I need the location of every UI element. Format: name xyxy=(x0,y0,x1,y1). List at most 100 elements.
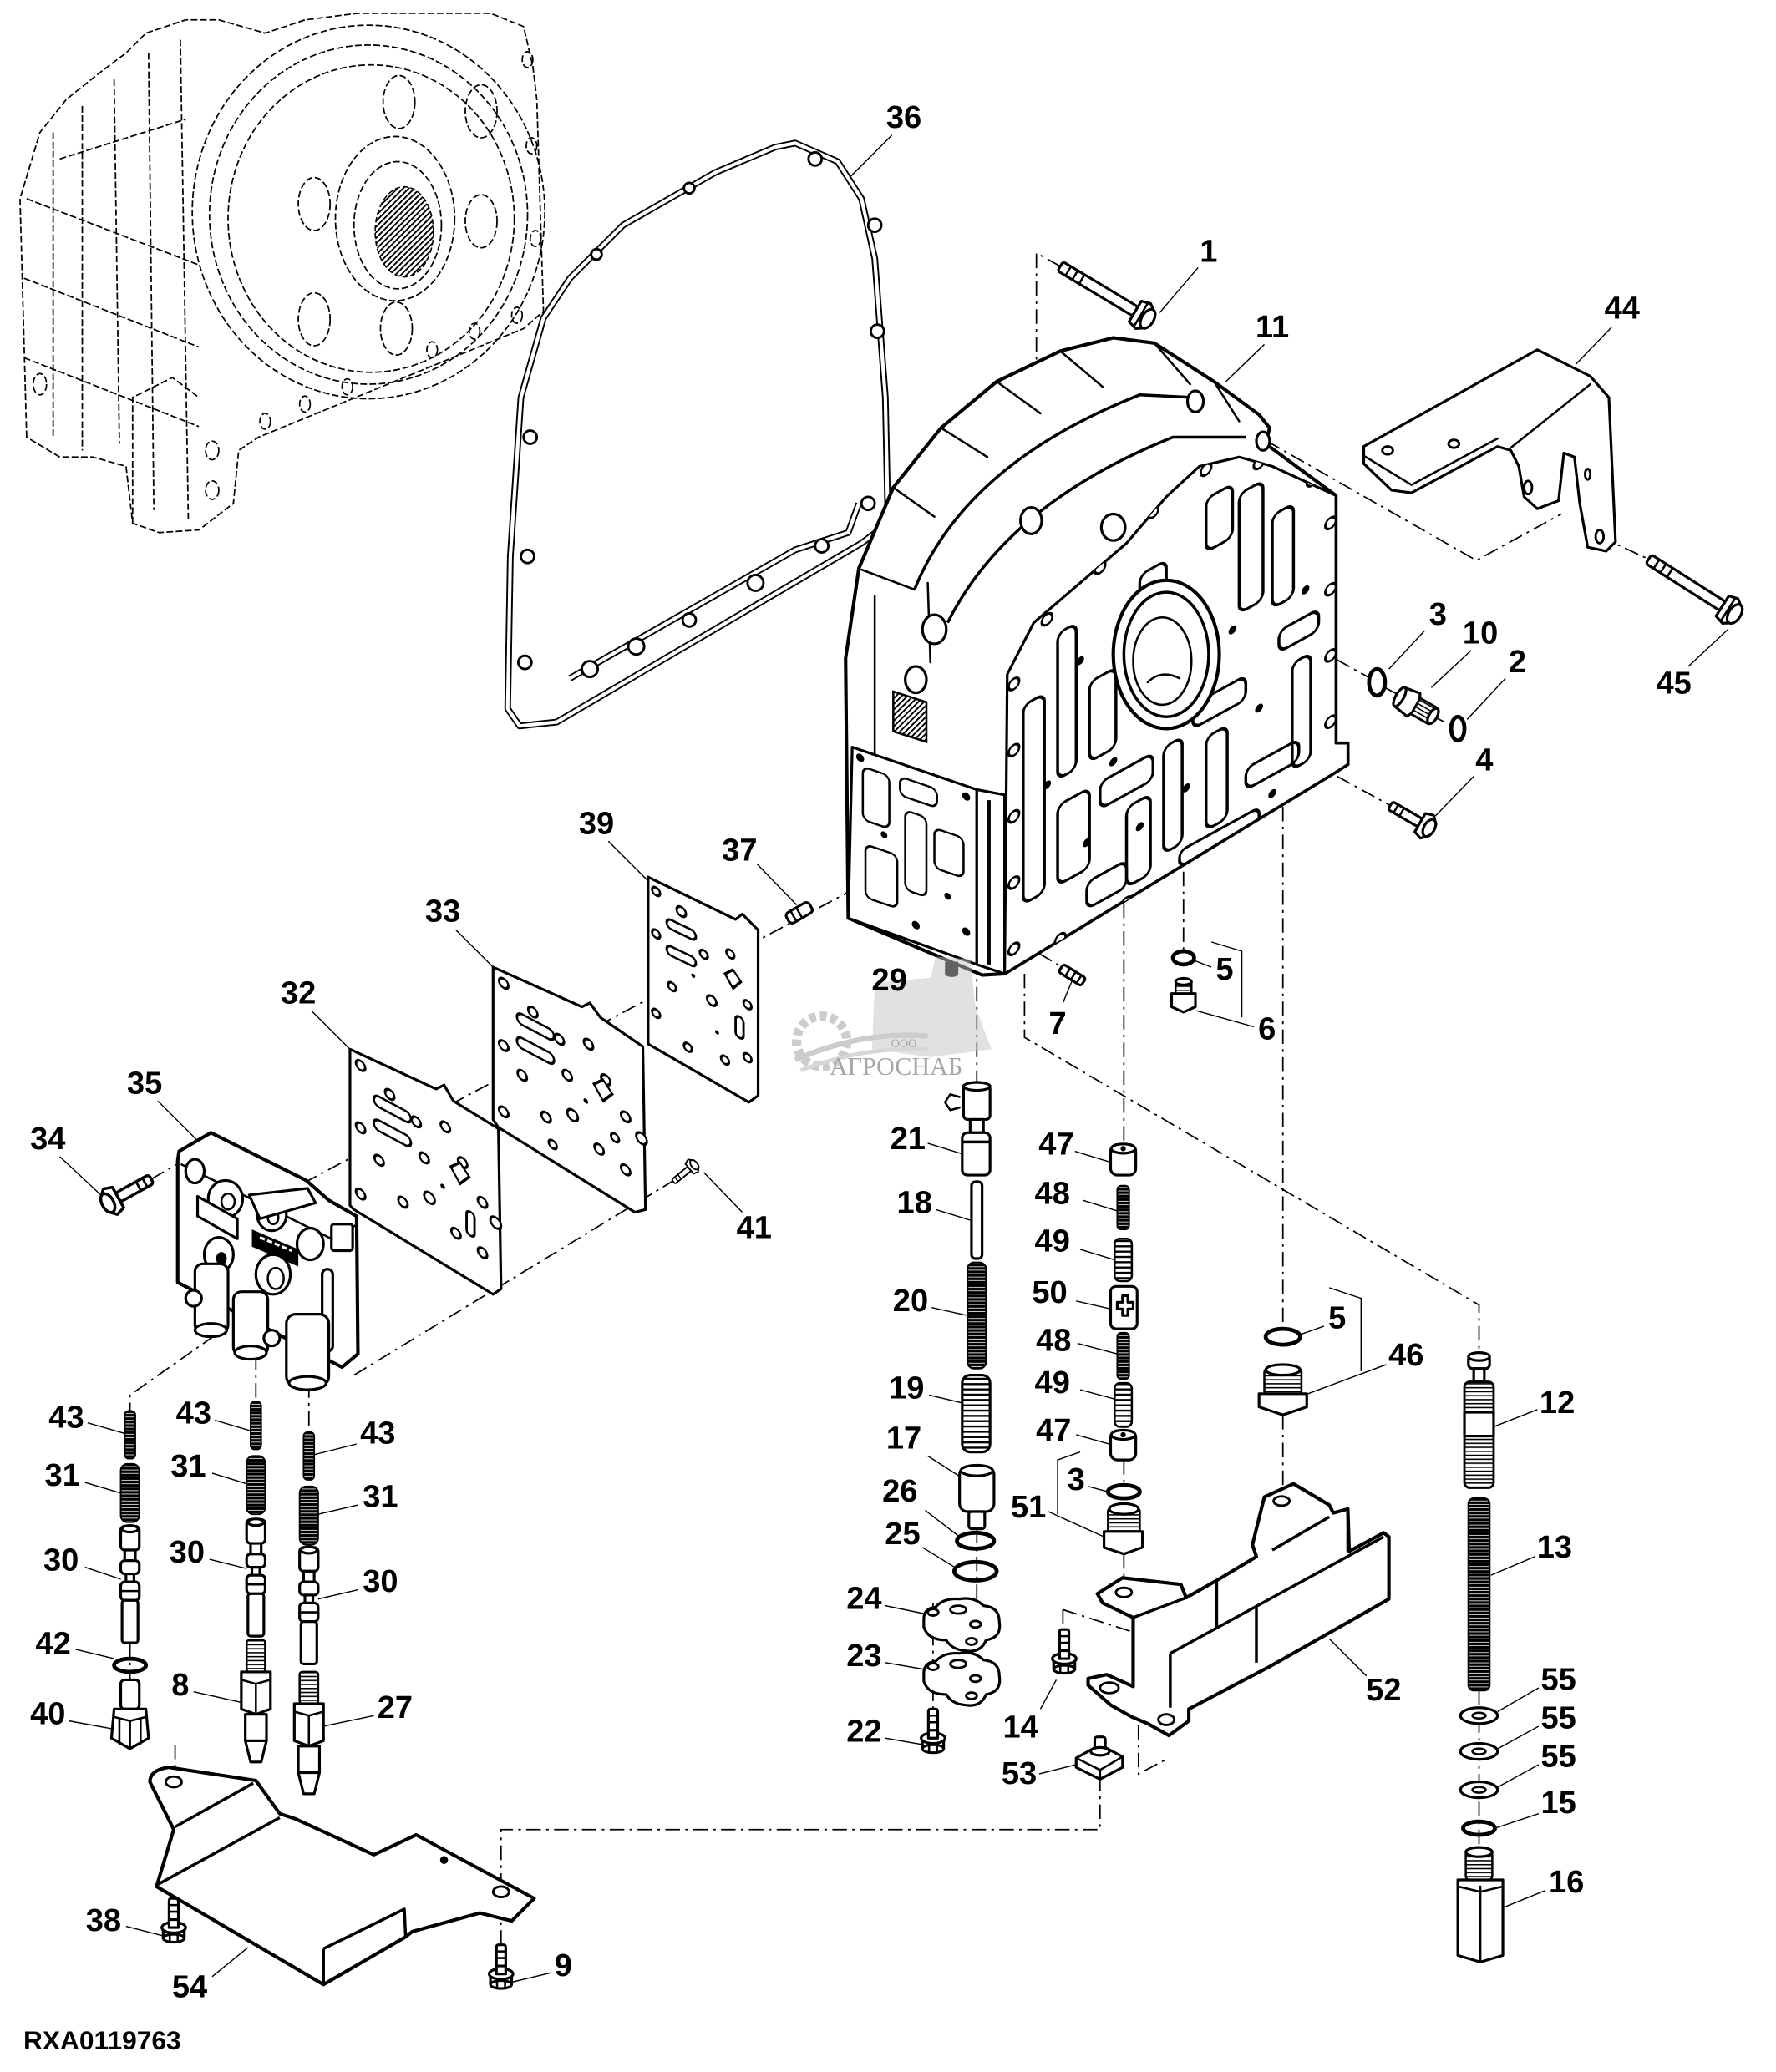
part-cover-plate xyxy=(922,1651,1002,1707)
valve-face-channels-detail-detail xyxy=(1162,738,1184,852)
part-bolt xyxy=(487,1943,515,1990)
transmission-case-phantom-detail xyxy=(227,63,515,373)
part-spring xyxy=(250,1401,262,1451)
part-separator-plate-detail-detail xyxy=(439,1120,452,1134)
part-spacer xyxy=(1109,1284,1139,1330)
gasket-bolt-holes-detail xyxy=(807,150,824,167)
slab-channels-detail xyxy=(855,753,865,762)
valve-face-channels-detail-detail xyxy=(1056,625,1078,778)
part-valve-block-detail xyxy=(184,1158,206,1185)
leader-line-3 xyxy=(1388,630,1425,670)
part-separator-plate-detail xyxy=(354,1058,503,1259)
valve-face-channels-detail-detail xyxy=(1085,862,1129,908)
part-o-ring xyxy=(955,1530,997,1551)
part-bolt xyxy=(1051,1628,1078,1675)
valve-face-channels-detail-detail xyxy=(1099,754,1155,808)
part-housing-detail xyxy=(892,690,928,744)
part-separator-plate-detail-detail xyxy=(423,1190,436,1206)
leader-line-21 xyxy=(927,1142,963,1155)
part-bracket-lower xyxy=(148,1766,536,1987)
part-spacer-detail xyxy=(1115,1294,1135,1317)
leader-line-1 xyxy=(1159,266,1199,313)
leader-line-4 xyxy=(1434,776,1474,817)
callout-52: 52 xyxy=(1366,1673,1401,1708)
leader-line-19 xyxy=(929,1394,963,1404)
part-separator-plate-detail-detail xyxy=(515,1036,556,1066)
callout-5: 5 xyxy=(1328,1300,1346,1335)
part-plug xyxy=(1456,1846,1505,1963)
slab-channels-detail xyxy=(911,920,921,930)
relief-valve-stack xyxy=(1456,1351,1505,1963)
phantom-lines-detail xyxy=(129,1335,216,1411)
callout-9: 9 xyxy=(555,1948,572,1983)
part-bracket-upper-detail xyxy=(1523,479,1534,496)
part-spring xyxy=(298,1485,319,1546)
leader-line-43 xyxy=(87,1422,125,1435)
part-plug-detail xyxy=(1264,1363,1302,1377)
face-bolt-holes-detail xyxy=(1040,611,1054,627)
callout-34: 34 xyxy=(30,1122,65,1157)
watermark-prefix: ООО xyxy=(891,1037,917,1051)
callout-13: 13 xyxy=(1537,1530,1572,1565)
case-bolt-holes-detail xyxy=(525,137,538,155)
callout-15: 15 xyxy=(1541,1786,1576,1821)
face-bolt-holes-detail xyxy=(1007,875,1021,890)
callout-36: 36 xyxy=(886,100,921,135)
part-valve-seat-detail xyxy=(959,1463,994,1477)
part-separator-plate-detail-detail xyxy=(566,1107,580,1123)
main-bore xyxy=(1111,578,1221,731)
part-valve-block-detail xyxy=(216,1252,227,1265)
leader-line-31 xyxy=(84,1482,121,1494)
center-valve-stack xyxy=(922,1081,1002,1707)
main-bore-detail xyxy=(1146,673,1181,684)
case-bolt-holes-detail xyxy=(510,306,524,324)
part-washer xyxy=(1459,1742,1499,1761)
leader-line-54 xyxy=(211,1947,249,1978)
part-bracket-upper-detail xyxy=(1583,468,1592,481)
part-separator-plate-detail-detail xyxy=(373,1094,413,1124)
part-separator-plate-detail-detail xyxy=(682,1041,693,1053)
group-bracket-line xyxy=(1210,941,1243,1018)
slab-channels xyxy=(855,753,971,936)
gasket-bolt-holes-detail xyxy=(520,548,535,565)
callout-16: 16 xyxy=(1549,1865,1584,1900)
part-plug-detail xyxy=(1456,1885,1505,1963)
valve-face-channels-detail-detail xyxy=(1056,789,1091,884)
part-o-ring xyxy=(1367,666,1388,698)
part-valve-piston xyxy=(961,1131,992,1177)
leader-line-39 xyxy=(607,840,647,880)
watermark: ООО АГРОСНАБ xyxy=(791,956,992,1081)
part-plug xyxy=(1170,976,1197,1014)
part-plug-detail xyxy=(1464,1846,1494,1858)
transmission-case-phantom-detail xyxy=(191,24,546,400)
part-separator-plate-detail-detail xyxy=(354,1187,367,1201)
watermark-detail-detail xyxy=(794,1032,928,1062)
solenoid-ends xyxy=(184,1262,331,1391)
face-bolt-holes-detail xyxy=(1301,585,1310,595)
part-bracket-lower-detail xyxy=(491,1885,510,1899)
part-spool xyxy=(245,1517,267,1638)
gasket-bolt-holes-detail xyxy=(581,660,600,679)
callout-18: 18 xyxy=(897,1185,932,1220)
callout-49: 49 xyxy=(1035,1223,1070,1259)
callout-26: 26 xyxy=(882,1474,917,1509)
face-bolt-holes-detail xyxy=(1324,648,1337,663)
valve-face-channels-detail-detail xyxy=(1022,695,1046,903)
callout-41: 41 xyxy=(737,1211,772,1246)
callout-3: 3 xyxy=(1068,1462,1085,1497)
part-separator-plate-detail-detail xyxy=(373,1118,413,1147)
part-sensor xyxy=(292,1670,325,1796)
part-separator-plate-detail-detail xyxy=(354,1058,367,1072)
part-plug xyxy=(1257,1363,1308,1416)
leader-line-2 xyxy=(1466,677,1506,720)
solenoid-ends-detail xyxy=(262,1329,282,1348)
part-bracket-right-detail xyxy=(1132,1508,1385,1708)
part-pin xyxy=(1058,964,1087,987)
callout-45: 45 xyxy=(1657,666,1692,702)
center-valve-stack-detail xyxy=(943,1093,961,1112)
callout-19: 19 xyxy=(889,1370,924,1406)
case-bolt-holes-detail xyxy=(297,176,332,231)
part-separator-plate-detail-detail xyxy=(723,968,743,990)
case-bolt-holes-detail xyxy=(32,372,48,396)
leader-line-33 xyxy=(455,930,494,968)
